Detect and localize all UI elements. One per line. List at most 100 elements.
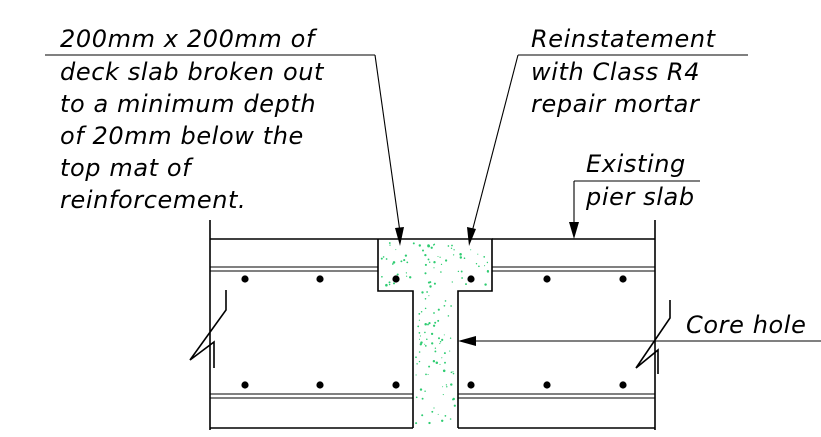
- mortar-speckle: [421, 291, 424, 294]
- reinstatement-arrowhead: [467, 227, 476, 246]
- mortar-speckle: [421, 397, 424, 400]
- mortar-speckle: [416, 363, 418, 365]
- bottom-rebar: [619, 381, 627, 389]
- broken-out-line-1: 200mm x 200mm of: [60, 25, 318, 53]
- mortar-speckle: [452, 397, 455, 401]
- repair-mortar-fill: [380, 242, 490, 425]
- mortar-speckle: [453, 249, 455, 251]
- mortar-speckle: [424, 253, 427, 257]
- reinstatement-line-1: Reinstatement: [531, 25, 717, 53]
- mortar-speckle: [443, 304, 446, 307]
- broken-out-leader: [374, 54, 401, 233]
- mortar-speckle: [475, 263, 478, 265]
- mortar-speckle: [443, 334, 445, 336]
- mortar-speckle: [452, 371, 454, 373]
- mortar-speckle: [428, 421, 431, 425]
- mortar-speckle: [428, 261, 431, 263]
- mortar-speckle: [444, 259, 448, 262]
- mortar-speckle: [424, 331, 426, 334]
- mortar-speckle: [380, 257, 383, 260]
- mortar-speckle: [452, 372, 455, 375]
- bottom-rebar: [543, 381, 551, 389]
- broken-out-line-3: to a minimum depth: [60, 90, 316, 118]
- mortar-speckle: [451, 244, 453, 247]
- reinstatement-line-2: with Class R4: [531, 58, 700, 86]
- bottom-rebar: [467, 381, 475, 389]
- mortar-speckle: [432, 359, 436, 363]
- mortar-speckle: [450, 247, 453, 249]
- mortar-speckle: [419, 388, 423, 391]
- mortar-speckle: [412, 242, 415, 245]
- mortar-speckle: [461, 277, 463, 279]
- mortar-speckle: [424, 263, 427, 266]
- mortar-speckle: [428, 295, 430, 297]
- mortar-speckle: [421, 249, 425, 252]
- mortar-speckle: [424, 272, 427, 275]
- mortar-speckle: [437, 308, 440, 311]
- mortar-speckle: [477, 253, 479, 255]
- mortar-speckle: [392, 261, 396, 264]
- existing-line-2: pier slab: [585, 183, 695, 211]
- mortar-speckle: [391, 263, 394, 265]
- mortar-speckle: [437, 319, 440, 322]
- existing-arrowhead: [569, 222, 579, 239]
- mortar-speckle: [434, 321, 437, 324]
- mortar-speckle: [385, 258, 388, 260]
- mortar-speckle: [442, 394, 444, 396]
- broken-out-note: 200mm x 200mm of deck slab broken out to…: [60, 25, 324, 214]
- existing-note: Existing pier slab: [585, 150, 695, 211]
- mortar-speckle: [427, 373, 429, 376]
- mortar-speckle: [406, 261, 409, 264]
- mortar-speckle: [447, 315, 450, 317]
- mortar-speckle: [382, 256, 385, 258]
- mortar-speckle: [403, 259, 406, 262]
- mortar-speckle: [418, 360, 421, 363]
- mortar-speckle: [396, 273, 399, 276]
- mortar-speckle: [418, 244, 421, 247]
- mortar-speckle: [452, 254, 455, 256]
- broken-out-arrowhead: [395, 227, 404, 246]
- mortar-speckle: [444, 415, 447, 417]
- mortar-speckle: [409, 276, 412, 279]
- left-break-line: [189, 290, 227, 368]
- mortar-speckle: [424, 307, 427, 310]
- mortar-speckle: [426, 338, 428, 341]
- top-rebar: [467, 275, 475, 283]
- mortar-speckle: [445, 384, 448, 386]
- mortar-speckle: [425, 373, 427, 376]
- mortar-speckle: [441, 419, 444, 422]
- broken-out-line-5: top mat of: [60, 154, 194, 182]
- core-hole-arrowhead: [458, 336, 476, 346]
- mortar-speckle: [388, 242, 391, 244]
- mortar-speckle: [392, 282, 396, 285]
- mortar-speckle: [415, 356, 417, 359]
- top-rebar: [619, 275, 627, 283]
- mortar-speckle: [424, 343, 426, 345]
- mortar-speckle: [444, 361, 446, 364]
- mortar-speckle: [417, 325, 420, 328]
- mortar-speckle: [405, 272, 408, 274]
- core-hole-label: Core hole: [686, 311, 806, 339]
- top-rebar: [392, 275, 400, 283]
- mortar-speckle: [421, 414, 424, 417]
- mortar-speckle: [424, 344, 427, 347]
- mortar-speckle: [432, 244, 435, 246]
- mortar-speckle: [463, 257, 466, 259]
- mortar-speckle: [449, 337, 452, 339]
- top-rebar: [543, 275, 551, 283]
- top-rebar: [241, 275, 249, 283]
- reinstatement-line-3: repair mortar: [531, 90, 701, 118]
- mortar-speckle: [478, 265, 480, 268]
- existing-line-1: Existing: [586, 150, 686, 178]
- mortar-speckle: [433, 261, 436, 264]
- mortar-speckle: [433, 282, 436, 285]
- mortar-speckle: [459, 256, 463, 259]
- mortar-speckle: [385, 283, 388, 287]
- mortar-speckle: [389, 244, 391, 246]
- leaders: [45, 54, 821, 346]
- mortar-speckle: [428, 322, 431, 325]
- reinforcement-bars: [241, 275, 627, 389]
- mortar-speckle: [418, 351, 421, 353]
- mortar-speckle: [486, 261, 489, 264]
